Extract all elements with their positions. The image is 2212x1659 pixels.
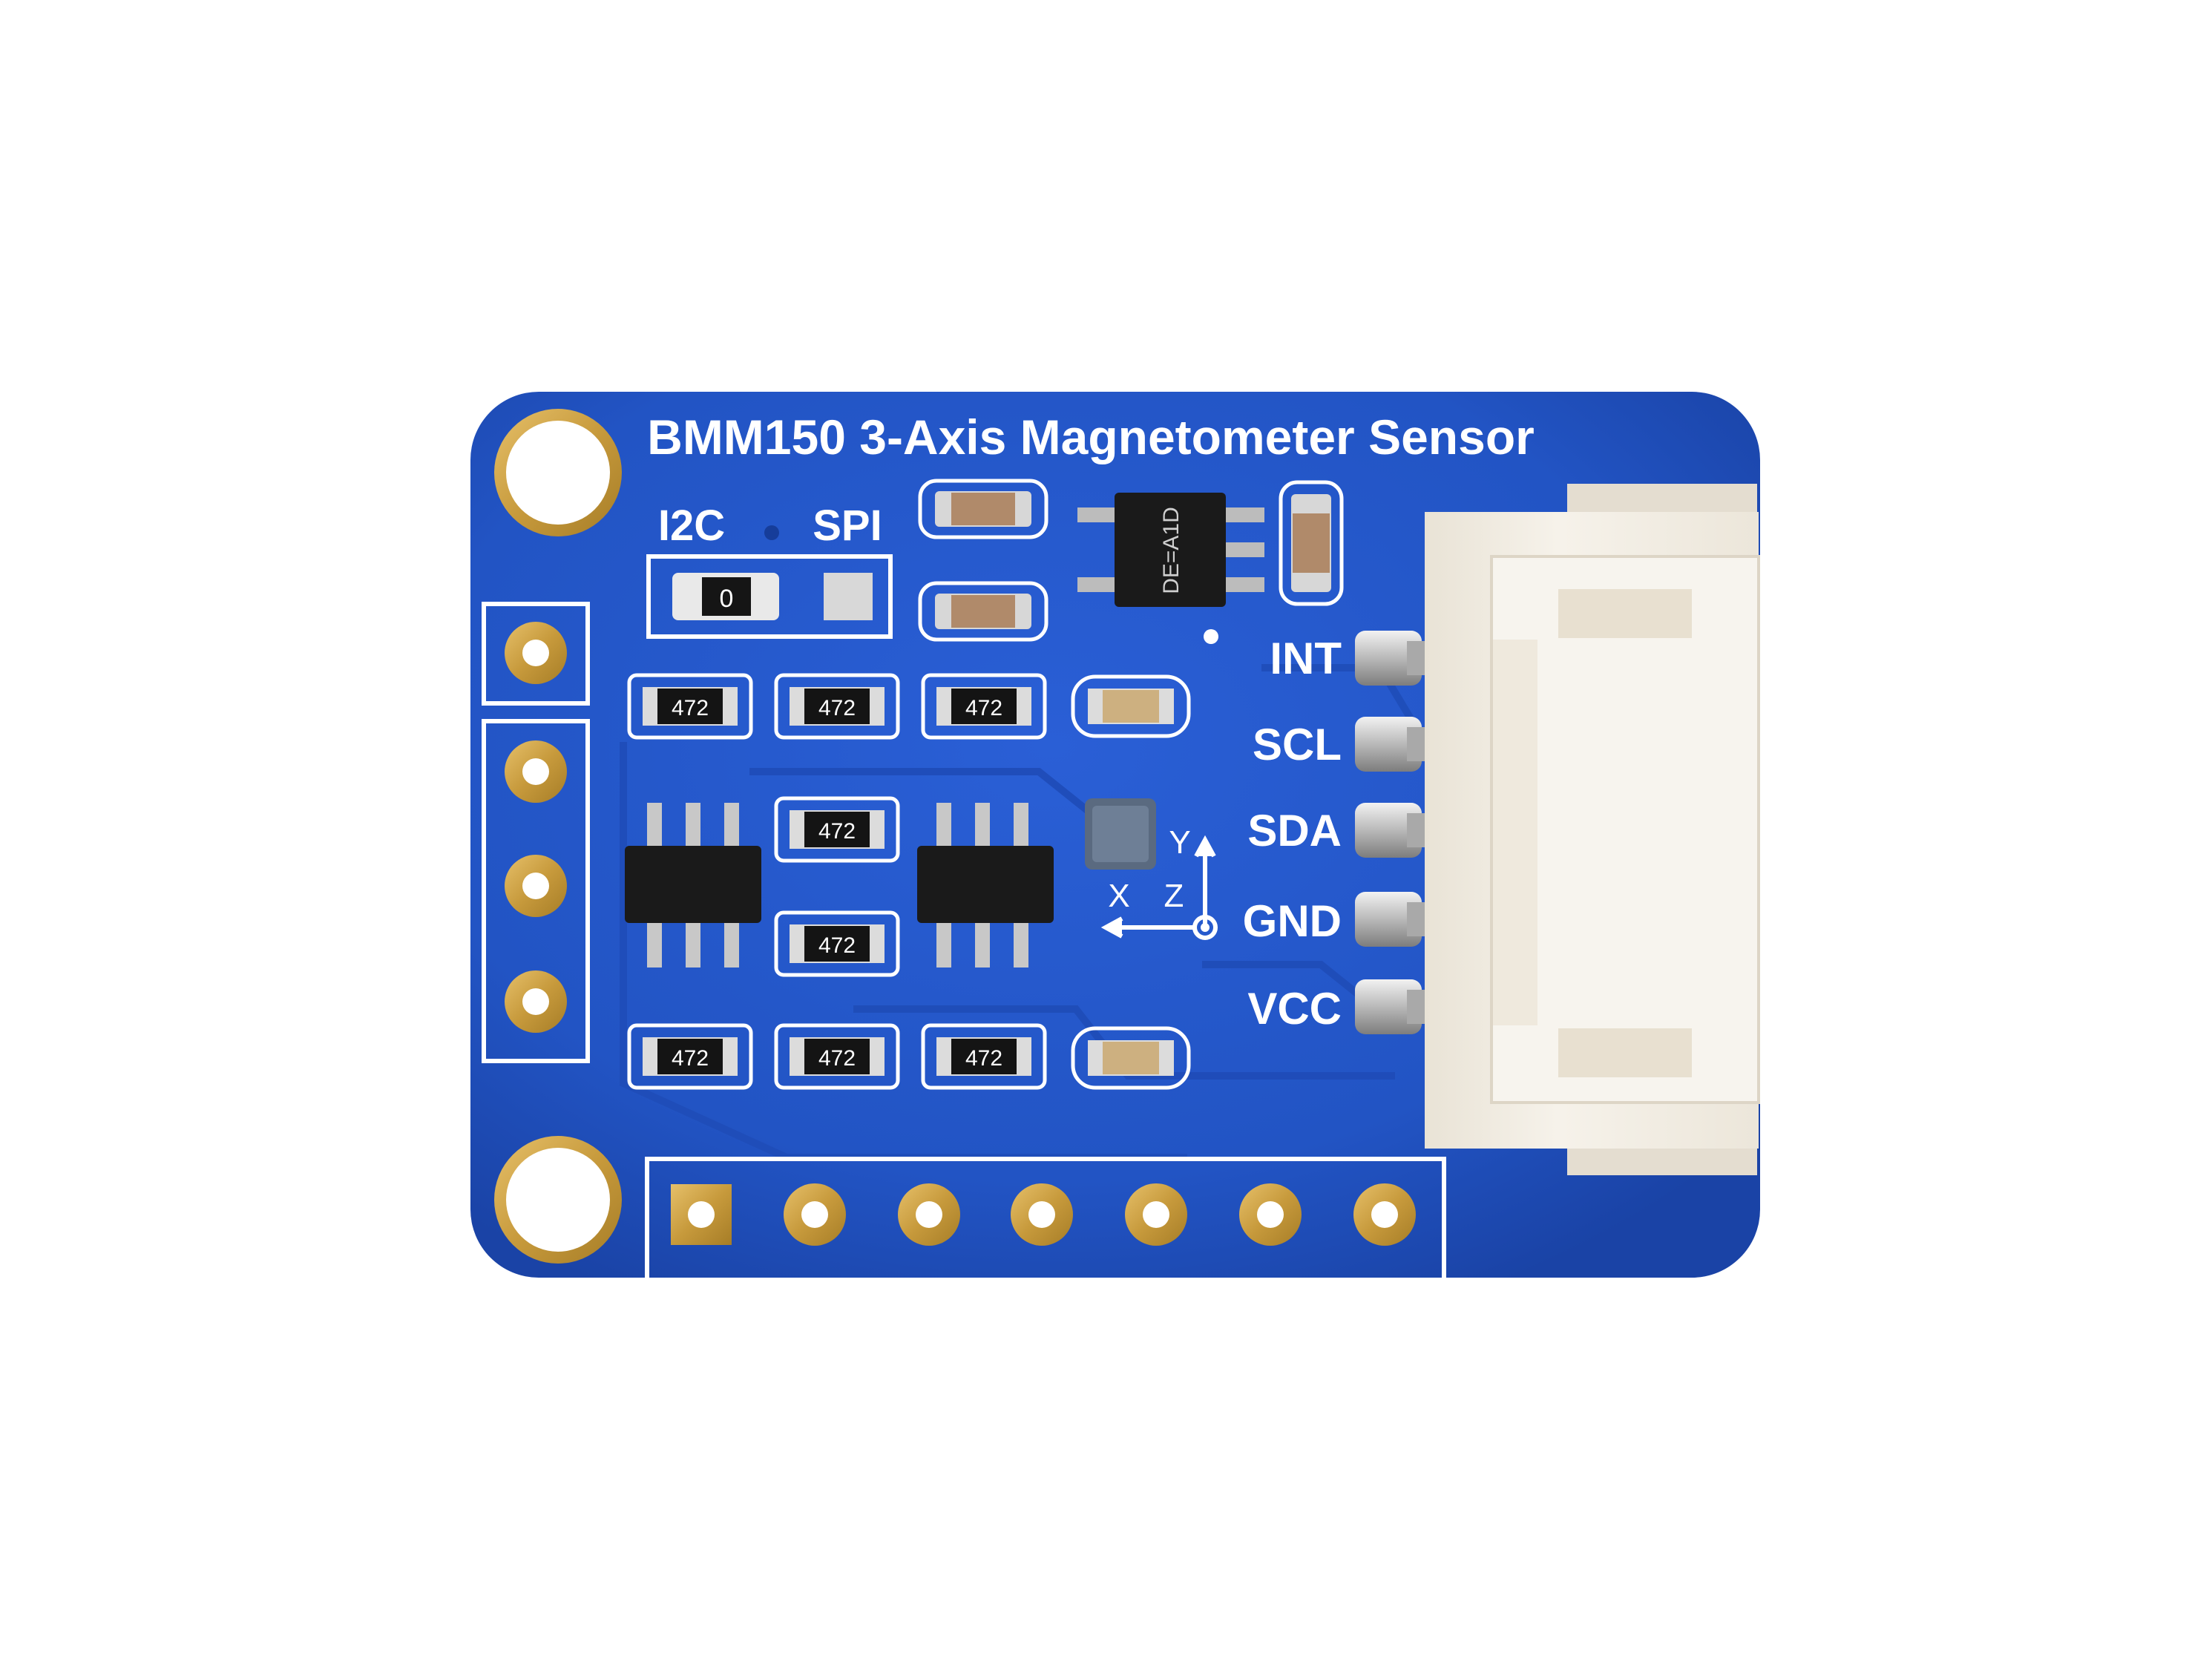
resistor: 472 (921, 1023, 1047, 1090)
level-shifter-left (625, 803, 761, 968)
connector-housing (1425, 484, 1760, 1175)
axis-label-x: X (1108, 878, 1129, 914)
svg-text:472: 472 (672, 696, 709, 720)
pad (505, 740, 567, 803)
svg-text:472: 472 (818, 819, 856, 844)
level-shifter-right (917, 803, 1054, 968)
pad (505, 622, 567, 684)
resistor-row-3: 472 472 472 (627, 1023, 1191, 1090)
via-dot (764, 525, 779, 540)
pin-label-scl: SCL (1253, 720, 1342, 769)
pad-square (671, 1184, 732, 1245)
interface-jumper: 0 (646, 554, 893, 639)
mounting-hole-top-left (494, 409, 622, 536)
resistor: 472 (774, 796, 900, 863)
mounting-hole-bottom-left (494, 1136, 622, 1264)
jumper-resistor-label: 0 (720, 585, 734, 613)
left-pin-header (482, 602, 590, 1063)
pin-label-int: INT (1270, 634, 1342, 683)
axis-label-z: Z (1164, 878, 1184, 914)
bottom-pin-header (645, 1157, 1446, 1278)
pin-label-sda: SDA (1247, 806, 1342, 855)
pad (1239, 1183, 1302, 1246)
pin-label-vcc: VCC (1247, 984, 1342, 1034)
capacitor (1071, 1026, 1191, 1090)
axis-label-y: Y (1169, 824, 1190, 861)
pad (1125, 1183, 1187, 1246)
resistor: 472 (627, 1023, 753, 1090)
resistor: 472 (774, 1023, 900, 1090)
spi-label: SPI (813, 502, 882, 550)
pad (1011, 1183, 1073, 1246)
pad (505, 970, 567, 1033)
capacitor (1071, 674, 1191, 738)
voltage-regulator: DE=A1D (1077, 493, 1264, 607)
resistor: 472 (774, 910, 900, 977)
bmm150-sensor-chip (1085, 798, 1156, 870)
resistor: 472 (921, 673, 1047, 740)
pad (898, 1183, 960, 1246)
svg-text:472: 472 (965, 1046, 1002, 1071)
svg-text:472: 472 (672, 1046, 709, 1071)
pin1-dot (1204, 629, 1218, 644)
resistor: 472 (627, 673, 753, 740)
regulator-marking: DE=A1D (1159, 507, 1184, 594)
resistor-row-1: 472 472 472 (627, 673, 1191, 740)
pin-label-gnd: GND (1243, 896, 1342, 946)
svg-text:472: 472 (965, 696, 1002, 720)
axis-indicator (1100, 835, 1218, 940)
pad (505, 855, 567, 917)
capacitor-top-1 (918, 479, 1048, 539)
capacitor-top-2 (918, 581, 1048, 642)
pad (784, 1183, 846, 1246)
pad (1353, 1183, 1416, 1246)
svg-text:472: 472 (818, 1046, 856, 1071)
resistor: 472 (774, 673, 900, 740)
svg-text:472: 472 (818, 696, 856, 720)
capacitor-vertical (1279, 480, 1344, 606)
i2c-label: I2C (658, 502, 725, 550)
svg-text:472: 472 (818, 933, 856, 958)
board-title: BMM150 3-Axis Magnetometer Sensor (647, 410, 1535, 464)
